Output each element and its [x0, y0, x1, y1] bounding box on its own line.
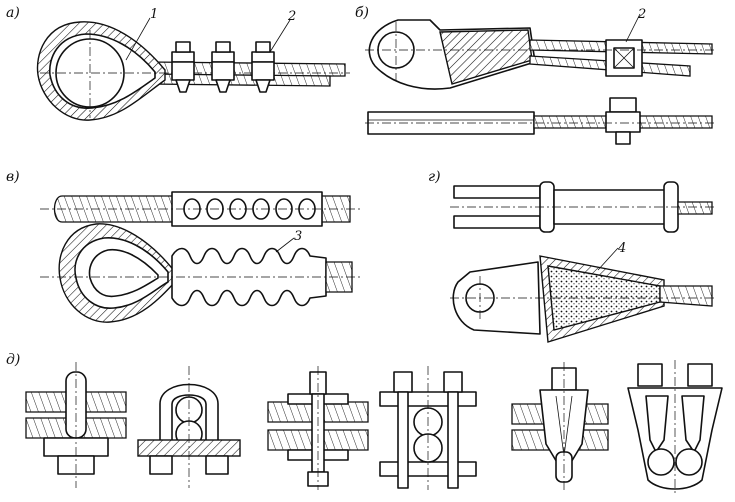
panel-v-sleeve-fastening: в) 3: [6, 169, 360, 323]
panel-label-b: б): [355, 5, 369, 21]
socket-fork-top: [453, 185, 541, 199]
panel-g-wedge-socket: г) 4: [428, 169, 715, 343]
panel-label-a: а): [6, 5, 20, 21]
rope-g-top: [677, 201, 713, 215]
wedge-clamp-side: [511, 362, 609, 490]
rope-g-exit: [659, 285, 713, 307]
panel-a-thimble-with-clamps: а) 1 2: [6, 5, 350, 121]
thimble-eye-v: [88, 248, 159, 298]
panel-b-eye-plate-with-clamp: б) 2: [355, 5, 715, 145]
wedge-clamp-front: [627, 360, 723, 494]
u-bolt-clamp-front: [137, 366, 241, 488]
callout-2-b: 2: [637, 7, 646, 22]
clamps-a: [171, 41, 275, 93]
rope-v-exit: [325, 261, 353, 293]
callout-1: 1: [150, 7, 158, 22]
plate-clamp-side: [267, 366, 369, 490]
panel-label-v: в): [6, 169, 20, 185]
panel-label-d: д): [6, 352, 20, 368]
socket-fork-bottom: [453, 215, 541, 229]
callout-4: 4: [617, 241, 626, 256]
callout-2-a: 2: [287, 9, 296, 24]
panel-label-g: г): [428, 169, 441, 185]
plate-clamp-front: [379, 366, 477, 490]
u-bolt-clamp-side: [25, 362, 127, 488]
callout-3: 3: [294, 229, 302, 244]
panel-d-clamp-details: д): [6, 352, 723, 494]
